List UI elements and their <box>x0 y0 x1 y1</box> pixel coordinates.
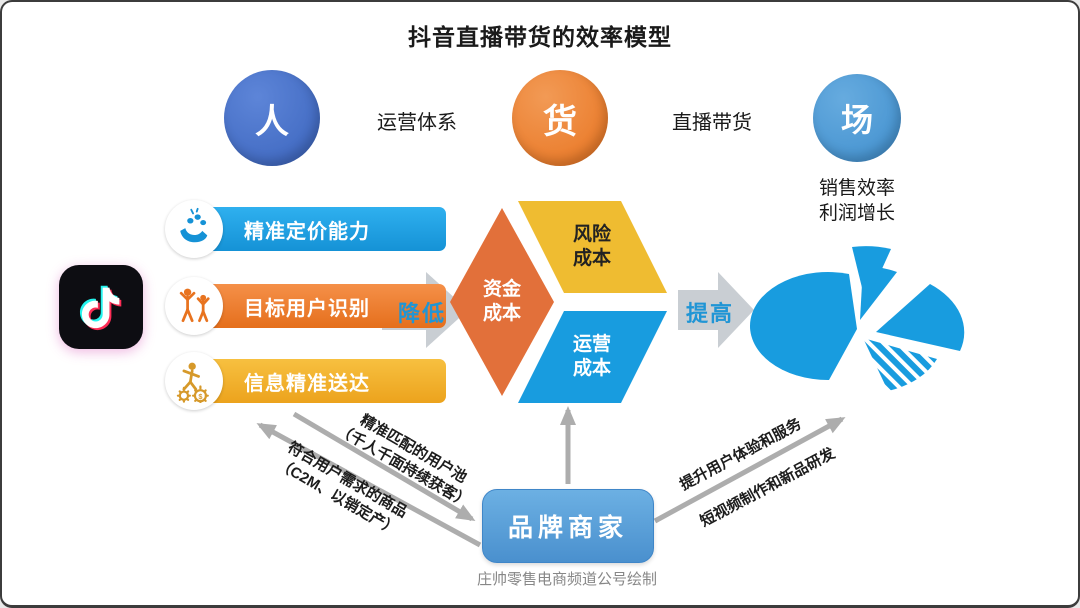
ops-system-label: 运营体系 <box>377 112 457 134</box>
douyin-logo <box>59 265 143 349</box>
node-goods-label: 货 <box>543 102 577 141</box>
node-goods: 货 <box>512 70 608 166</box>
cube-capital-cost-label: 资金成本 <box>482 279 521 324</box>
capability-label: 精准定价能力 <box>244 220 370 243</box>
target-users-icon <box>165 277 223 335</box>
pie-hatched-slice <box>863 338 937 391</box>
brand-merchant-label: 品牌商家 <box>507 514 628 542</box>
live-commerce-label: 直播带货 <box>672 112 752 134</box>
arrow-goods-to-platform <box>256 422 482 548</box>
arrow-merchant-to-pie <box>653 416 846 524</box>
douyin-note-icon <box>79 285 122 331</box>
node-venue: 场 <box>813 74 901 162</box>
outcome-sales-efficiency: 销售效率 <box>818 178 895 199</box>
decrease-label: 降低 <box>397 301 446 326</box>
page-title: 抖音直播带货的效率模型 <box>408 24 672 50</box>
cube-operation-cost-label: 运营成本 <box>572 334 611 379</box>
delivery-gears-icon: $ <box>165 352 223 410</box>
hand-coins-icon <box>165 200 223 258</box>
node-person-label: 人 <box>255 102 289 141</box>
increase-label: 提高 <box>685 301 734 326</box>
outcome-profit-growth: 利润增长 <box>818 203 895 224</box>
capability-label: 信息精准送达 <box>244 372 370 395</box>
capability-label: 目标用户识别 <box>244 297 370 320</box>
cube-face-capital <box>450 208 554 396</box>
dollar-glyph: $ <box>198 392 202 401</box>
pie-right-slice <box>876 284 965 351</box>
increase-block-arrow <box>678 272 754 348</box>
pie-top-slice <box>852 246 891 304</box>
source-caption: 庄帅零售电商频道公号绘制 <box>476 571 657 588</box>
pie-main-slice <box>749 272 857 381</box>
node-venue-label: 场 <box>840 102 873 138</box>
brand-merchant-box: 品牌商家 <box>482 489 654 563</box>
cube-face-operation <box>518 311 667 403</box>
exploded-pie-chart <box>749 246 965 391</box>
node-person: 人 <box>224 70 320 166</box>
cube-face-risk <box>518 201 667 293</box>
cube-risk-cost-label: 风险成本 <box>572 224 611 269</box>
arrow-userpool-to-merchant <box>292 411 476 522</box>
